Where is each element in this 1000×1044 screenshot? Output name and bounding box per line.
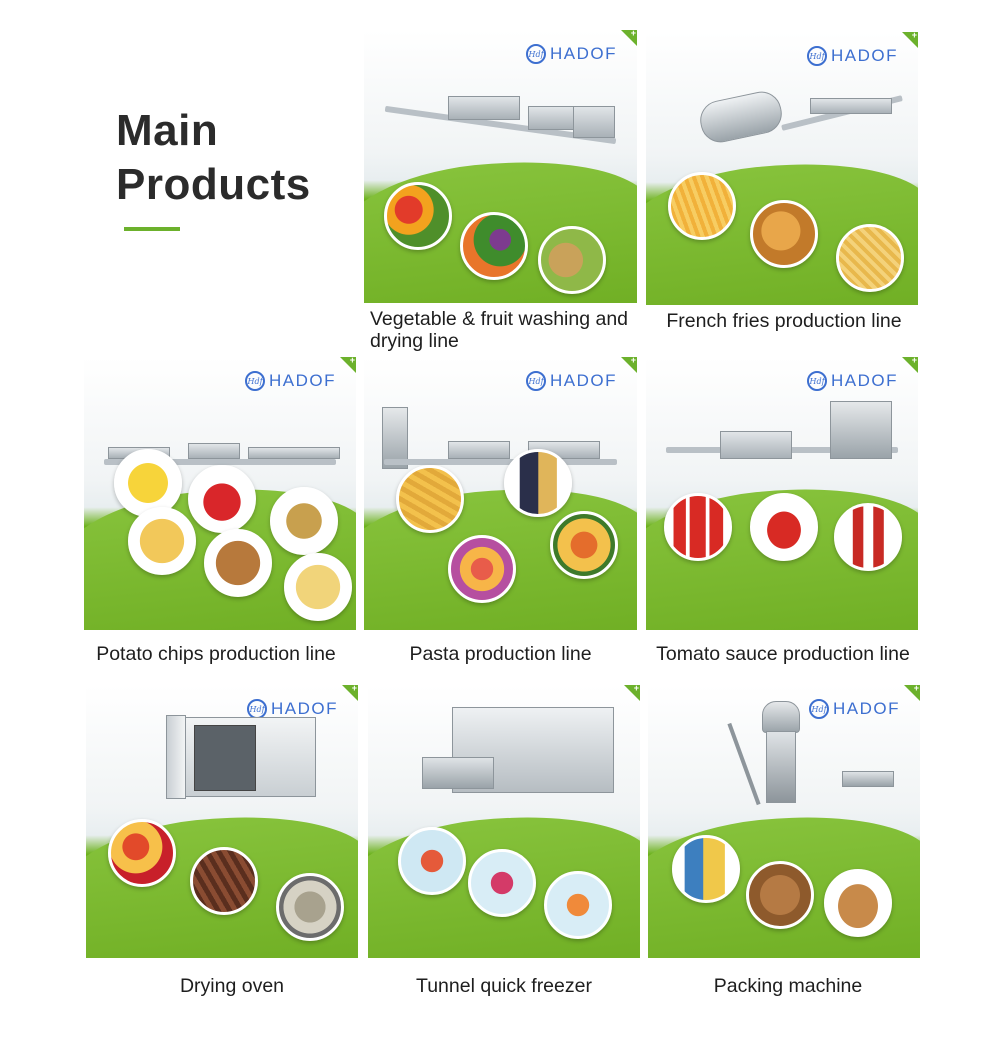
pasta-line-image <box>378 401 623 475</box>
washing-line-image <box>378 74 623 148</box>
tunnel-freezer-image <box>382 707 626 807</box>
product-card-french-fries[interactable]: + Hdf HADOF <box>646 32 918 305</box>
packing-machine-image <box>662 701 906 821</box>
logo-mark-icon: Hdf <box>526 371 546 391</box>
logo-mark-icon: Hdf <box>807 46 827 66</box>
crinkle-chips-photo <box>750 200 818 268</box>
sauce-bottles-photo <box>834 503 902 571</box>
logo-text: HADOF <box>550 44 617 63</box>
caption-tomato-sauce: Tomato sauce production line <box>656 643 910 665</box>
logo-mark-icon: Hdf <box>809 699 829 719</box>
potatoes-photo <box>538 226 606 294</box>
logo-text: HADOF <box>269 371 336 390</box>
logo-text: HADOF <box>833 699 900 718</box>
corner-badge <box>621 357 637 373</box>
banana-photo <box>114 449 182 517</box>
product-card-tomato-sauce[interactable]: + Hdf HADOF <box>646 357 918 630</box>
shaped-pasta-photo <box>550 511 618 579</box>
colored-pasta-photo <box>448 535 516 603</box>
snack-pouch-photo <box>824 869 892 937</box>
fusilli-photo <box>396 465 464 533</box>
heading-line-2: Products <box>116 160 311 209</box>
banana-chips-photo <box>128 507 196 575</box>
logo-mark-icon: Hdf <box>526 44 546 64</box>
french-fries-line-image <box>660 76 904 150</box>
brand-logo: Hdf HADOF <box>807 46 898 66</box>
potato-chips-photo <box>284 553 352 621</box>
drying-oven-image <box>100 715 344 805</box>
caption-packing-machine: Packing machine <box>713 975 863 997</box>
frozen-shrimp-photo <box>544 871 612 939</box>
heading-underline <box>124 227 180 231</box>
brand-logo: Hdf HADOF <box>526 371 617 391</box>
caption-potato-chips: Potato chips production line <box>96 643 336 665</box>
dried-meat-photo <box>190 847 258 915</box>
sauce-sachets-photo <box>664 493 732 561</box>
corner-badge <box>342 685 358 701</box>
product-card-washing-line[interactable]: + Hdf HADOF <box>364 30 637 303</box>
fries-photo <box>668 172 736 240</box>
caption-french-fries: French fries production line <box>666 310 902 332</box>
brand-logo: Hdf HADOF <box>807 371 898 391</box>
product-card-pasta[interactable]: + Hdf HADOF <box>364 357 637 630</box>
dried-fish-photo <box>276 873 344 941</box>
corner-badge <box>904 685 920 701</box>
brand-logo: Hdf HADOF <box>809 699 900 719</box>
apple-photo <box>188 465 256 533</box>
corner-badge <box>621 30 637 46</box>
packaged-goods-photo <box>672 835 740 903</box>
dried-fruits-photo <box>108 819 176 887</box>
mixed-produce-photo <box>460 212 528 280</box>
corner-badge <box>624 685 640 701</box>
caption-tunnel-freezer: Tunnel quick freezer <box>416 975 592 997</box>
corner-badge <box>902 357 918 373</box>
corner-badge <box>340 357 356 373</box>
logo-mark-icon: Hdf <box>807 371 827 391</box>
product-card-packing-machine[interactable]: + Hdf HADOF <box>648 685 920 958</box>
vegetables-photo <box>384 182 452 250</box>
fruit-chips-photo <box>204 529 272 597</box>
logo-text: HADOF <box>831 46 898 65</box>
caption-pasta: Pasta production line <box>409 643 592 665</box>
product-card-potato-chips[interactable]: + Hdf HADOF <box>84 357 356 630</box>
product-card-drying-oven[interactable]: + Hdf HADOF <box>86 685 358 958</box>
frozen-fish-photo <box>398 827 466 895</box>
tomato-sauce-line-image <box>660 401 904 475</box>
fries-basket-photo <box>836 224 904 292</box>
heading-line-1: Main <box>116 106 219 155</box>
brand-logo: Hdf HADOF <box>245 371 336 391</box>
logo-text: HADOF <box>550 371 617 390</box>
frozen-berries-photo <box>468 849 536 917</box>
logo-text: HADOF <box>271 699 338 718</box>
corner-badge <box>902 32 918 48</box>
product-card-tunnel-freezer[interactable]: + <box>368 685 640 958</box>
nuts-photo <box>746 861 814 929</box>
logo-text: HADOF <box>831 371 898 390</box>
ketchup-bottle-photo <box>750 493 818 561</box>
page-heading: Main Products <box>116 104 311 212</box>
caption-drying-oven: Drying oven <box>179 975 285 997</box>
potatoes-photo <box>270 487 338 555</box>
caption-washing-line: Vegetable & fruit washing and drying lin… <box>370 308 629 352</box>
spaghetti-photo <box>504 449 572 517</box>
logo-mark-icon: Hdf <box>245 371 265 391</box>
brand-logo: Hdf HADOF <box>526 44 617 64</box>
